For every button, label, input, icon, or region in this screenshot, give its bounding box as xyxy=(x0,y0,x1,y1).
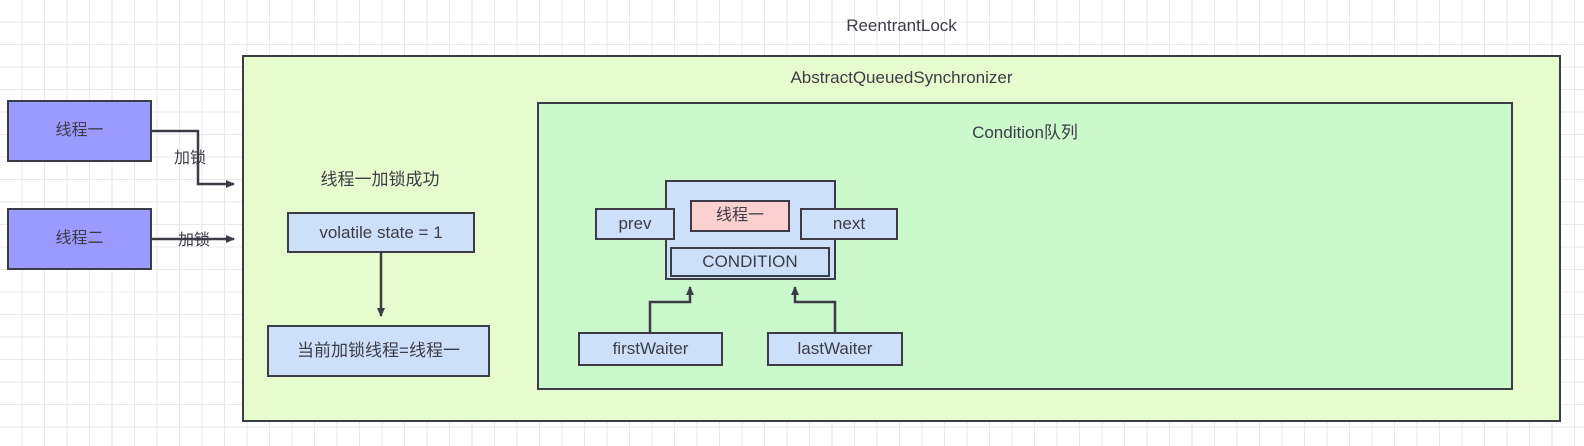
first-waiter-box[interactable]: firstWaiter xyxy=(578,332,723,366)
node-thread-box[interactable]: 线程一 xyxy=(690,200,790,232)
edge-label-lock-thread-two: 加锁 xyxy=(178,232,211,249)
last-waiter-box[interactable]: lastWaiter xyxy=(767,332,903,366)
edge-label-lock-thread-one: 加锁 xyxy=(174,150,207,167)
node-condition-tag[interactable]: CONDITION xyxy=(670,247,830,277)
current-lock-owner-box[interactable]: 当前加锁线程=线程一 xyxy=(267,325,490,377)
thread-one-box[interactable]: 线程一 xyxy=(7,100,152,162)
condition-queue-label: Condition队列 xyxy=(972,123,1078,142)
thread-two-box[interactable]: 线程二 xyxy=(7,208,152,270)
node-prev-box[interactable]: prev xyxy=(595,208,675,240)
node-next-box[interactable]: next xyxy=(800,208,898,240)
lock-success-note: 线程一加锁成功 xyxy=(320,170,440,189)
aqs-container-label: AbstractQueuedSynchronizer xyxy=(790,68,1013,87)
diagram-title: ReentrantLock xyxy=(846,16,957,35)
volatile-state-box[interactable]: volatile state = 1 xyxy=(287,212,475,253)
